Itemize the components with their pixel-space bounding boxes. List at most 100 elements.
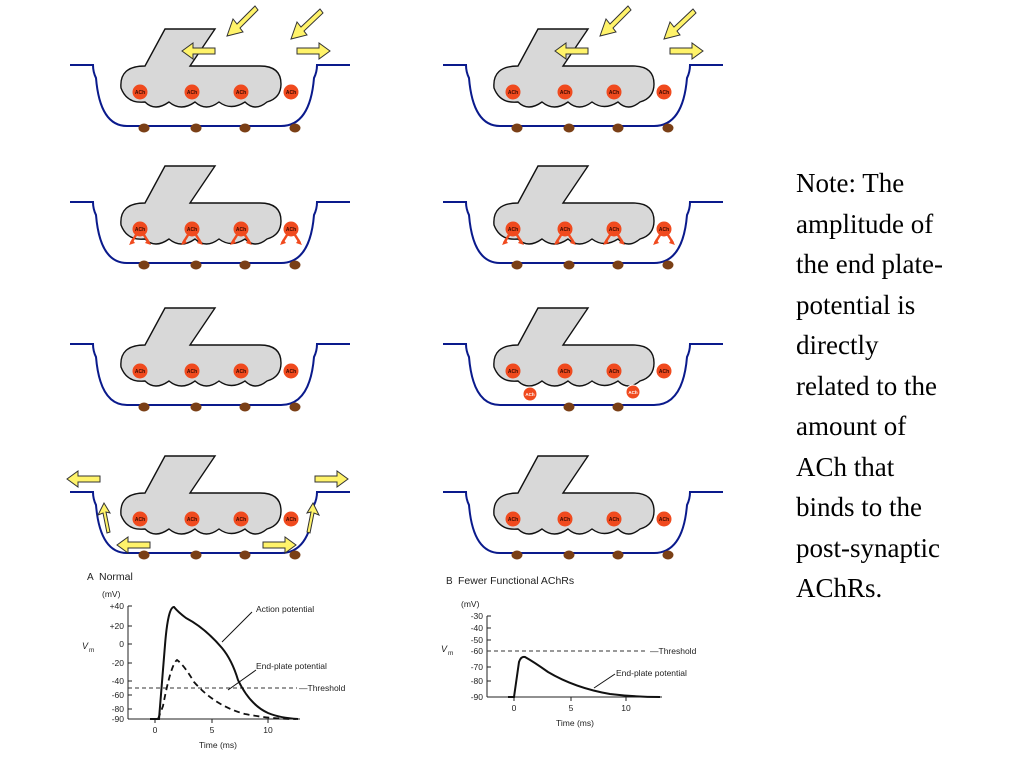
receptor: [612, 260, 624, 270]
receptor: [239, 260, 251, 270]
bound-ach-circle: [625, 384, 641, 400]
release-arrowhead: [145, 239, 151, 245]
action-potential-arrow: [663, 8, 697, 40]
release-arrowhead: [502, 239, 508, 245]
receptor: [239, 402, 251, 412]
y-tick-label: +40: [110, 601, 125, 611]
receptor: [662, 123, 674, 133]
ach-vesicle: ACh: [233, 363, 249, 379]
receptor: [511, 550, 523, 560]
note-line: the end plate-: [796, 249, 943, 279]
vesicle-label: ACh: [135, 90, 145, 96]
ach-vesicle: ACh: [606, 221, 622, 237]
ach-vesicle: ACh: [606, 511, 622, 527]
vesicle-label: ACh: [187, 90, 197, 96]
note-line: AChRs.: [796, 573, 883, 603]
vesicle-label: ACh: [659, 90, 669, 96]
x-tick-label: 0: [512, 703, 517, 713]
ach-vesicle: ACh: [283, 511, 299, 527]
vesicle-circle: [233, 363, 249, 379]
ach-vesicle: ACh: [656, 84, 672, 100]
ach-vesicle: ACh: [184, 221, 200, 237]
current-arrow-right: [669, 42, 704, 60]
vesicle-circle: [606, 511, 622, 527]
release-arrowhead: [554, 239, 560, 245]
panel-letter: B: [446, 576, 453, 587]
ach-vesicle: ACh: [184, 84, 200, 100]
vesicle-label: ACh: [508, 369, 518, 375]
ach-vesicle: ACh: [132, 511, 148, 527]
x-axis-label: Time (ms): [199, 740, 237, 750]
curve-label: End-plate potential: [256, 661, 327, 671]
y-tick-label: -90: [112, 714, 125, 724]
ach-vesicle: ACh: [184, 511, 200, 527]
end-plate-potential-curve: [508, 655, 661, 698]
release-arrowhead: [197, 239, 203, 245]
ach-vesicle: ACh: [656, 221, 672, 237]
current-arrow-side-left: [96, 501, 112, 534]
vesicle-circle: [283, 511, 299, 527]
ach-vesicle: ACh: [233, 221, 249, 237]
vesicle-circle: [606, 363, 622, 379]
graph-title: Fewer Functional AChRs: [458, 575, 574, 587]
vesicle-label: ACh: [286, 90, 296, 96]
vesicle-circle: [656, 221, 672, 237]
vesicle-label: ACh: [187, 227, 197, 233]
vesicle-circle: [505, 363, 521, 379]
receptor: [662, 260, 674, 270]
panel-letter: A: [87, 572, 94, 583]
note-line: Note: The: [796, 168, 905, 198]
receptor: [511, 260, 523, 270]
receptor: [612, 550, 624, 560]
y-tick-label: -40: [112, 676, 125, 686]
y-tick-label: -50: [471, 635, 484, 645]
ach-vesicle: ACh: [132, 84, 148, 100]
action-potential-arrow: [290, 8, 324, 40]
receptor: [138, 550, 150, 560]
vesicle-label: ACh: [236, 517, 246, 523]
note-line: related to the: [796, 370, 937, 401]
vesicle-circle: [606, 84, 622, 100]
y-tick-label: -60: [471, 646, 484, 656]
vesicle-circle: [184, 363, 200, 379]
ach-vesicle: ACh: [184, 363, 200, 379]
junction-stage: ACh ACh ACh ACh: [66, 455, 351, 560]
end-plate-potential-curve: [157, 658, 297, 720]
y-tick-label: -90: [471, 692, 484, 702]
note-line: amount of: [796, 411, 907, 441]
vesicle-label: ACh: [560, 517, 570, 523]
x-tick-label: 0: [153, 725, 158, 735]
receptor: [190, 402, 202, 412]
vesicle-label: ACh: [135, 517, 145, 523]
vesicle-label: ACh: [135, 369, 145, 375]
vesicle-label: ACh: [659, 517, 669, 523]
bound-ach: ACh: [625, 384, 641, 400]
vesicle-label: ACh: [560, 227, 570, 233]
note-line: post-synaptic: [796, 532, 940, 563]
release-arrowhead: [181, 239, 187, 245]
y-tick-label: -80: [471, 676, 484, 686]
vesicle-label: ACh: [286, 517, 296, 523]
receptor: [563, 402, 575, 412]
receptor: [289, 550, 301, 560]
ach-vesicle: ACh: [132, 363, 148, 379]
ach-vesicle: ACh: [557, 221, 573, 237]
ach-vesicle: ACh: [656, 363, 672, 379]
receptor: [662, 550, 674, 560]
ach-vesicle: ACh: [606, 84, 622, 100]
ach-vesicle: ACh: [505, 363, 521, 379]
bound-ach-circle: [522, 386, 538, 402]
vesicle-label: ACh: [609, 369, 619, 375]
release-arrowhead: [669, 239, 675, 245]
vesicle-circle: [184, 84, 200, 100]
y-tick-label: -30: [471, 611, 484, 621]
release-arrowhead: [296, 239, 302, 245]
vesicle-circle: [557, 511, 573, 527]
x-tick-label: 5: [210, 725, 215, 735]
